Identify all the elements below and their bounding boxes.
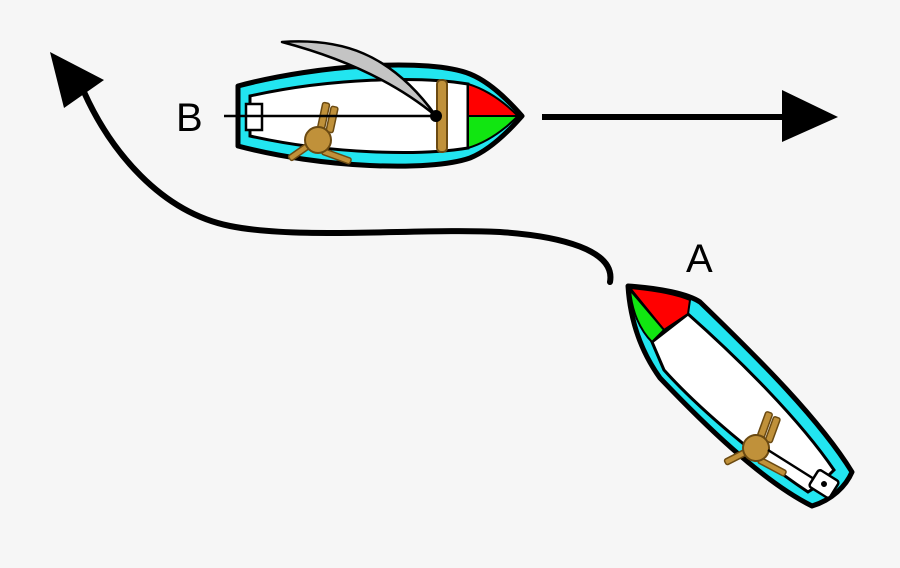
curved-up-left-arrow bbox=[50, 52, 614, 285]
boat-a-label: A bbox=[686, 237, 713, 281]
boat-b-starboard-light bbox=[467, 115, 521, 150]
boat-b-label: B bbox=[176, 96, 203, 140]
boat-b bbox=[224, 40, 525, 169]
boat-a-starboard-light bbox=[628, 286, 666, 344]
outboard-motor-icon bbox=[808, 469, 840, 499]
boat-b-mast bbox=[430, 110, 442, 122]
straight-right-arrow bbox=[542, 90, 838, 142]
boat-a-port-light bbox=[627, 286, 692, 332]
boat-a bbox=[625, 283, 855, 509]
